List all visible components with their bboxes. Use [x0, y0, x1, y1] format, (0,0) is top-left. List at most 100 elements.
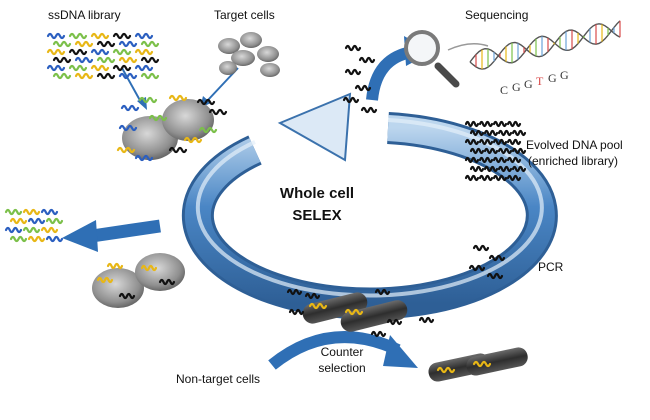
dna-strand: [45, 217, 64, 225]
dna-strand: [168, 94, 188, 102]
dna-strand: [90, 32, 110, 40]
non-target-bacteria: [302, 292, 528, 382]
dna-strand: [74, 56, 94, 64]
dna-strand: [118, 56, 138, 64]
dna-strand: [483, 129, 499, 137]
dna-strand: [90, 64, 110, 72]
dna-strand: [46, 48, 66, 56]
dna-strand: [506, 156, 522, 164]
dna-strand: [286, 288, 303, 296]
dna-strand: [469, 129, 485, 137]
dna-strand: [304, 292, 321, 300]
dna-strand: [96, 72, 116, 80]
dna-strand: [469, 147, 485, 155]
target-cell-large: [135, 253, 185, 291]
dna-strand: [488, 254, 506, 262]
dna-strand: [511, 129, 527, 137]
dna-strand: [52, 40, 72, 48]
dna-strand: [360, 106, 378, 114]
dna-strand: [478, 156, 494, 164]
dna-strand: [4, 226, 23, 234]
ring-highlight: [195, 118, 544, 298]
dna-strand: [138, 96, 158, 104]
dna-strand: [46, 64, 66, 72]
dna-strand: [168, 146, 188, 154]
dna-strand: [497, 129, 513, 137]
evolved-pool-label-line2: (enriched library): [528, 154, 619, 168]
counter-selection-arrowhead: [383, 335, 418, 368]
dna-strand: [506, 174, 522, 182]
dna-strand: [90, 48, 110, 56]
dna-strand: [22, 226, 41, 234]
dna-strand: [140, 72, 160, 80]
dna-strand: [52, 56, 72, 64]
library-arrow: [121, 67, 143, 105]
target-cell: [257, 46, 279, 62]
dna-strand: [342, 96, 360, 104]
center-title-line1: Whole cell: [279, 185, 355, 202]
dna-strand: [22, 208, 41, 216]
dna-strand: [112, 64, 132, 72]
sequence-letter: T: [536, 74, 544, 88]
dna-strand: [374, 288, 391, 296]
dna-strand: [418, 316, 435, 324]
center-title-line2: SELEX: [292, 207, 342, 224]
dna-strand: [196, 98, 216, 106]
dna-strand: [140, 40, 160, 48]
dna-strand: [112, 48, 132, 56]
sequence-letter: G: [548, 71, 557, 85]
dna-strand: [27, 217, 46, 225]
dna-strand: [358, 56, 376, 64]
target-cell: [231, 50, 255, 66]
dna-strand: [511, 147, 527, 155]
bacterium: [302, 292, 368, 324]
dna-strand: [492, 120, 508, 128]
dna-strand: [506, 138, 522, 146]
dna-strand: [134, 64, 154, 72]
dna-strand: [158, 278, 176, 286]
dna-strand: [497, 165, 513, 173]
dna-strand: [74, 72, 94, 80]
dna-strand: [46, 32, 66, 40]
dna-strand: [45, 235, 64, 243]
dna-strands: [4, 32, 527, 374]
dna-strand: [464, 156, 480, 164]
dna-strand: [9, 217, 28, 225]
dna-strand: [483, 147, 499, 155]
sequencing-label: Sequencing: [465, 8, 529, 22]
counter-selection-label-line1: Counter: [320, 345, 364, 359]
dna-strand: [112, 32, 132, 40]
dna-strand: [344, 68, 362, 76]
dna-strand: [134, 48, 154, 56]
dna-strand: [497, 147, 513, 155]
target-cell: [260, 63, 280, 77]
dna-strand: [486, 272, 504, 280]
target-cell-large: [162, 99, 214, 141]
dna-strand: [386, 318, 403, 326]
dna-strand: [436, 366, 456, 374]
dna-strand: [472, 244, 490, 252]
dna-strand: [492, 174, 508, 182]
dna-strand: [288, 308, 305, 316]
target-cell: [240, 32, 262, 48]
dna-strand: [492, 156, 508, 164]
ring-arrowhead: [277, 92, 352, 162]
sequence-letter: G: [512, 80, 521, 94]
evolved-pool-label-line1: Evolved DNA pool: [526, 138, 623, 152]
dna-strand: [492, 138, 508, 146]
sequence-letter: G: [524, 77, 533, 91]
counter-selection-label-line2: selection: [318, 361, 366, 375]
bacterium: [466, 347, 528, 376]
target-cell: [219, 61, 237, 75]
dna-strand: [118, 124, 138, 132]
dna-strand: [344, 308, 364, 316]
target-cells-label: Target cells: [214, 8, 275, 22]
dna-strand: [478, 120, 494, 128]
dna-strand: [68, 48, 88, 56]
sequence-letter: C: [500, 83, 508, 97]
dna-strand: [40, 226, 59, 234]
dna-strand: [464, 120, 480, 128]
dna-strand: [118, 292, 136, 300]
